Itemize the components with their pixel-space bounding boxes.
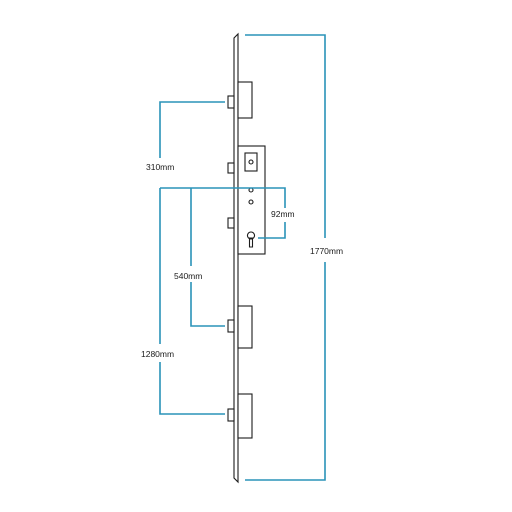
screw-hole-lower [248, 199, 254, 205]
gearbox-tab-top [227, 162, 235, 174]
dim-310-line [159, 101, 225, 158]
bottom-hook [227, 393, 253, 439]
dim-310-label: 310mm [146, 162, 174, 172]
faceplate-strip [233, 32, 239, 484]
middle-hook [227, 305, 253, 349]
dim-1280-label: 1280mm [141, 349, 174, 359]
dimension-540: 540mm [174, 188, 225, 327]
bottom-hook-body [237, 393, 253, 439]
lock-faceplate [233, 32, 239, 484]
dim-1280-lower-line [159, 362, 225, 415]
dim-92-upper-line [160, 187, 286, 208]
top-hook [227, 81, 253, 119]
dimension-310: 310mm [146, 101, 225, 172]
middle-hook-tab [227, 319, 235, 333]
top-hook-tab [227, 95, 235, 109]
dim-1770-lower-line [245, 262, 326, 481]
spindle-hole [248, 159, 254, 165]
cylinder-keyhole [246, 231, 256, 248]
center-gearbox [227, 145, 266, 255]
middle-hook-body [237, 305, 253, 349]
bottom-hook-tab [227, 408, 235, 422]
dimension-92: 92mm [160, 187, 295, 239]
top-hook-body [237, 81, 253, 119]
dim-1770-label: 1770mm [310, 246, 343, 256]
dim-1770-upper-line [245, 34, 326, 238]
dimension-1280: 1280mm [141, 188, 225, 415]
gearbox-tab-bottom [227, 217, 235, 229]
dimension-1770: 1770mm [245, 34, 343, 481]
dim-92-label: 92mm [271, 209, 295, 219]
dim-92-lower-line [258, 222, 286, 239]
dim-540-lower-line [190, 282, 225, 327]
dim-540-label: 540mm [174, 271, 202, 281]
